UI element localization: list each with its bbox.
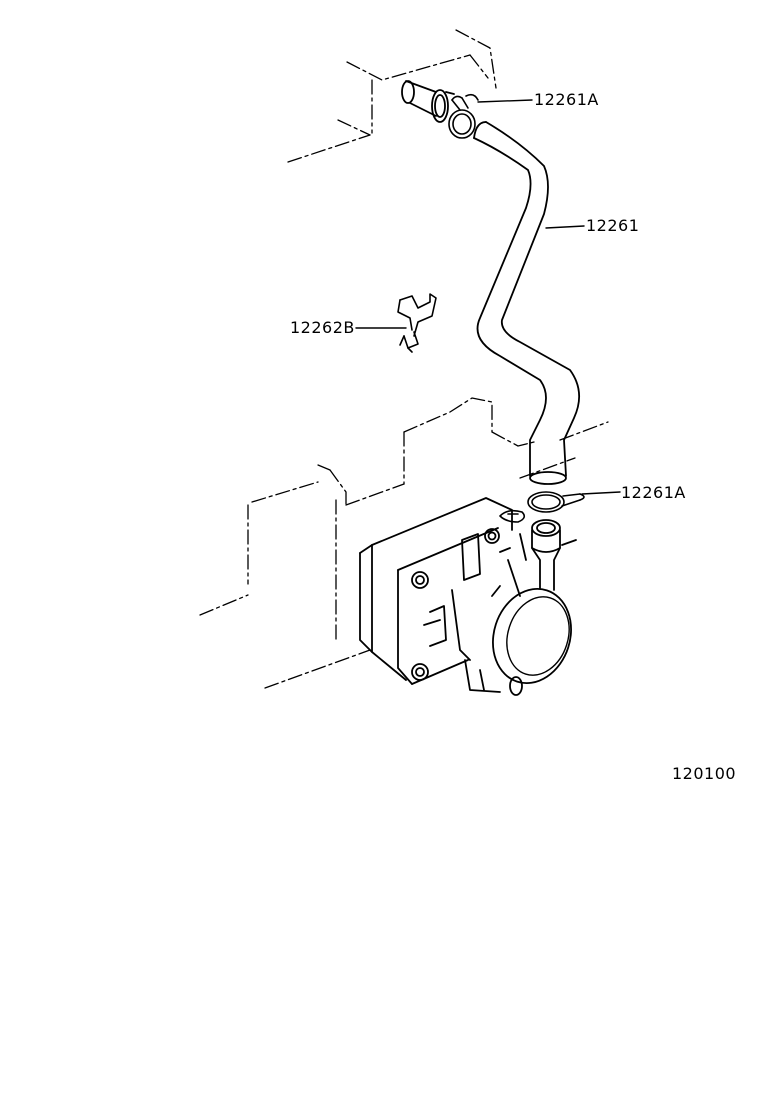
- callout-hose-clip: 12262B: [290, 318, 355, 337]
- upper-clamp: [448, 93, 479, 139]
- leader-lines: [355, 99, 621, 495]
- callout-clamp-lower: 12261A: [621, 483, 686, 502]
- throttle-body: [359, 497, 572, 696]
- engine-outline-lower: [199, 397, 609, 689]
- upper-pipe: [401, 80, 455, 123]
- hose-12261: [473, 121, 580, 485]
- hose-clip-12262B: [397, 293, 437, 353]
- inlet-pipe: [531, 519, 577, 591]
- callout-hose: 12261: [586, 216, 640, 235]
- engine-outline-upper: [287, 29, 497, 163]
- figure-number: 120100: [672, 764, 737, 783]
- callout-clamp-upper: 12261A: [534, 90, 599, 109]
- lower-clamp: [499, 491, 585, 523]
